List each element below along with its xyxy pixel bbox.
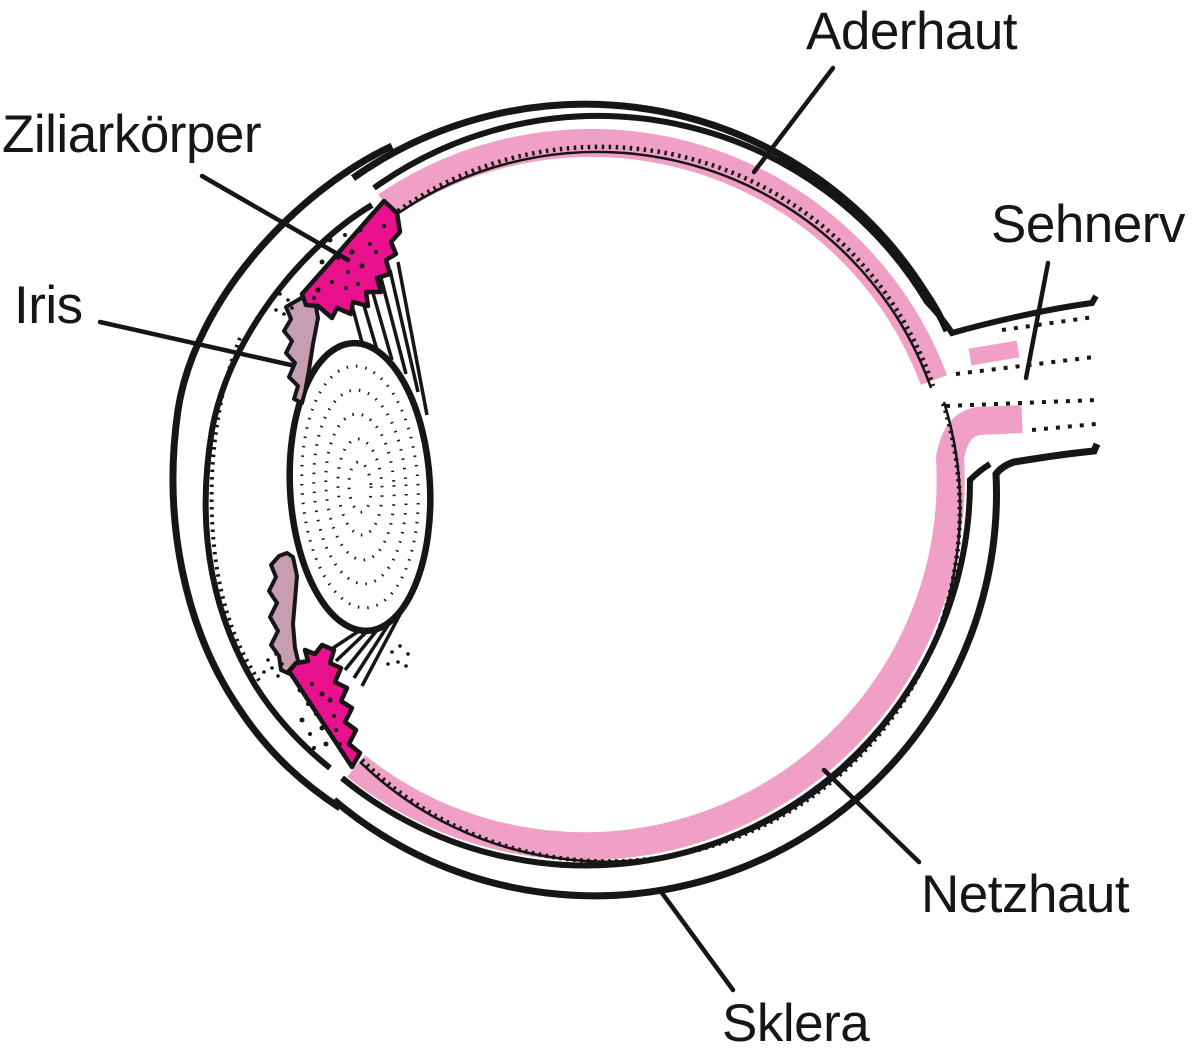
stipple-patch-upper (270, 292, 294, 316)
leader-iris (97, 319, 294, 368)
leader-netzhaut (821, 767, 922, 865)
zonule-fibers-upper (348, 261, 429, 416)
leader-aderhaut (751, 65, 836, 175)
optic-nerve-fiber-row-4 (1031, 422, 1097, 432)
label-sehnerv: Sehnerv (991, 195, 1186, 254)
ciliary-speckles-upper (312, 224, 386, 300)
choroid-stub-optic-nerve (968, 340, 1020, 366)
retina-edge-lower (359, 401, 962, 863)
ciliary-body-upper (299, 198, 403, 321)
ciliary-body-lower (286, 642, 363, 770)
optic-nerve-fiber-row-3 (945, 398, 1097, 408)
choroid-band-lower (347, 405, 1023, 861)
ciliary-speckles-lower (297, 682, 342, 750)
leader-sklera (659, 890, 736, 993)
iris-lower (267, 551, 302, 676)
lens (286, 339, 434, 635)
cornea-outer-line (169, 142, 394, 811)
retina-stipple-upper (396, 144, 936, 387)
stipple-patch-lower (262, 652, 284, 678)
label-netzhaut: Netzhaut (921, 865, 1130, 924)
sclera-inner-line-upper-and-nerve-top (372, 112, 1099, 337)
sclera-inner-line-lower (340, 461, 992, 869)
optic-nerve-fiber-row-1 (1001, 315, 1095, 332)
label-aderhaut: Aderhaut (806, 2, 1018, 61)
retina-stipple-lower (360, 399, 963, 864)
leader-ziliarkoerper (199, 173, 351, 263)
iris-upper (282, 295, 320, 405)
anterior-chamber-stipple-arc (209, 337, 262, 684)
label-sklera: Sklera (722, 994, 870, 1053)
lens-outline (286, 339, 434, 635)
cornea-inner-line (202, 202, 374, 771)
stipple-patch-lens-bottom (386, 644, 410, 668)
leader-sehnerv (1023, 260, 1051, 381)
sclera-outer-line-lower-and-nerve-bottom (331, 442, 1101, 900)
label-ziliarkoerper: Ziliarkörper (2, 105, 261, 164)
sclera-outer-line-upper (350, 100, 951, 333)
label-iris: Iris (14, 276, 83, 335)
retina-edge-upper (396, 150, 933, 389)
